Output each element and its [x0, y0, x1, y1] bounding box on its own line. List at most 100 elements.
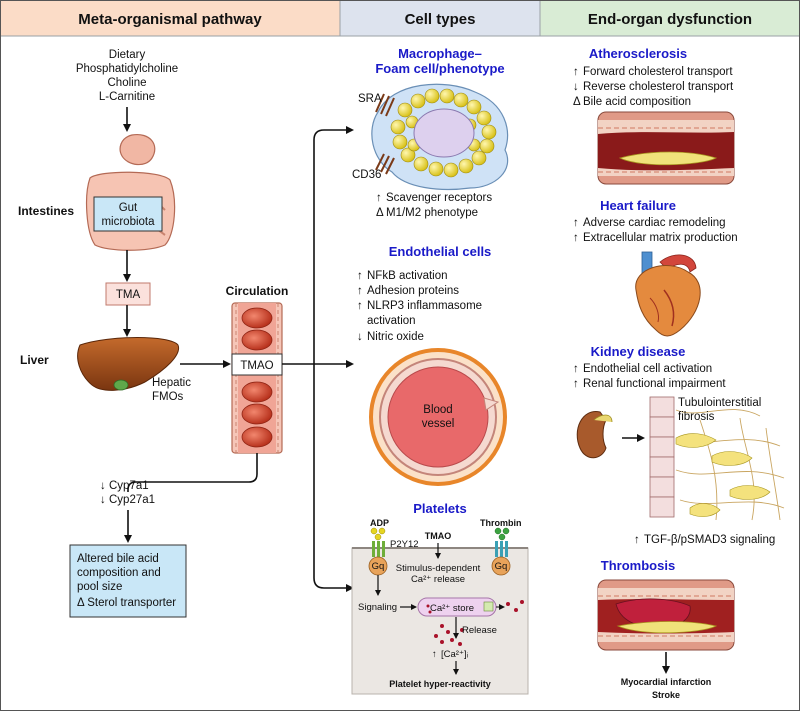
fibrosis-line-1: Tubulointerstitial	[678, 397, 761, 409]
gq-left-label: Gq	[372, 561, 385, 572]
thrombin-receptor	[495, 541, 508, 557]
athero-arrow-3: Δ	[573, 96, 581, 108]
header-left: Meta-organismal pathway	[78, 11, 262, 28]
cyp-list: ↓ Cyp7a1 ↓ Cyp27a1	[100, 480, 155, 506]
heart-title: Heart failure	[600, 198, 676, 213]
athero-arrow-1: ↑	[573, 66, 579, 78]
endo-effect-4: activation	[367, 315, 416, 327]
endo-arrow-5: ↓	[357, 331, 363, 343]
tubule-cells-illustration	[649, 396, 675, 518]
heart-effect-2: Extracellular matrix production	[583, 232, 738, 244]
macrophage-effect-arrow-2: Δ	[376, 207, 384, 219]
endo-effect-2: Adhesion proteins	[367, 285, 459, 297]
release-label: Release	[462, 625, 497, 636]
kidney-effects: ↑ Endothelial cell activation ↑ Renal fu…	[573, 363, 726, 390]
header-bar: Meta-organismal pathway Cell types End-o…	[0, 0, 800, 37]
diet-text: Dietary Phosphatidylcholine Choline L-Ca…	[76, 49, 178, 103]
cyp-line-1: Cyp7a1	[109, 480, 149, 492]
thrombin-dots	[494, 527, 510, 541]
header-middle: Cell types	[405, 11, 476, 28]
arrow-tmao-to-platelets	[313, 364, 354, 592]
arrow-circulation-to-cyp	[127, 453, 258, 492]
endothelial-effects: ↑ NFkB activation ↑ Adhesion proteins ↑ …	[357, 270, 482, 343]
liver-label: Liver	[20, 353, 49, 367]
thrombin-label: Thrombin	[480, 518, 522, 528]
hyper-reactivity-label: Platelet hyper-reactivity	[389, 679, 491, 689]
macrophage-effects: ↑ Scavenger receptors Δ M1/M2 phenotype	[376, 192, 492, 219]
athero-artery-illustration	[597, 111, 735, 185]
vessel-line-1: Blood	[423, 404, 452, 416]
ca-i-arrow: ↑	[432, 649, 437, 660]
heart-arrow-2: ↑	[573, 232, 579, 244]
outcome-2: Stroke	[652, 690, 680, 700]
endo-effect-1: NFkB activation	[367, 270, 448, 282]
stimulus-line-2: Ca²⁺ release	[411, 574, 465, 585]
stimulus-line-1: Stimulus-dependent	[396, 563, 481, 574]
gq-right-icon	[491, 556, 511, 576]
platelets-title: Platelets	[413, 501, 466, 516]
p2y12-receptor	[372, 541, 385, 557]
diet-line-4: L-Carnitine	[99, 91, 155, 103]
heart-illustration	[635, 251, 701, 337]
tma-label: TMA	[116, 289, 141, 301]
macrophage-effect-2: M1/M2 phenotype	[386, 207, 478, 219]
diet-line-2: Phosphatidylcholine	[76, 63, 178, 75]
bile-line-3: pool size	[77, 581, 122, 593]
kidney-effect-1: Endothelial cell activation	[583, 363, 712, 375]
diet-line-3: Choline	[108, 77, 147, 89]
calcium-dots	[426, 600, 524, 646]
tma-box	[105, 282, 151, 306]
ca-store-label: Ca²⁺ store	[430, 603, 474, 614]
cd36-label: CD36	[352, 169, 381, 181]
adp-dots	[370, 527, 386, 541]
vessel-line-2: vessel	[422, 418, 455, 430]
heart-effects: ↑ Adverse cardiac remodeling ↑ Extracell…	[573, 217, 738, 244]
endo-effect-3: NLRP3 inflammasome	[367, 300, 482, 312]
heart-effect-1: Adverse cardiac remodeling	[583, 217, 726, 229]
thrombosis-artery-illustration	[597, 579, 735, 651]
adp-label: ADP	[370, 518, 389, 528]
platelet-tmao-label: TMAO	[425, 531, 452, 541]
athero-effect-2: Reverse cholesterol transport	[583, 81, 734, 93]
tgf-label: TGF-β/pSMAD3 signaling	[644, 534, 775, 546]
athero-effect-1: Forward cholesterol transport	[583, 66, 733, 78]
endothelial-title: Endothelial cells	[389, 244, 492, 259]
bile-acid-box	[69, 544, 187, 618]
hepatic-line-2: FMOs	[152, 391, 184, 403]
endo-arrow-2: ↑	[357, 285, 363, 297]
kidney-title: Kidney disease	[591, 344, 686, 359]
ca-i-label: [Ca²⁺]ᵢ	[441, 649, 469, 660]
tgf-arrow: ↑	[634, 534, 640, 546]
bile-line-4: Δ Sterol transporter	[77, 597, 176, 609]
thrombosis-title: Thrombosis	[601, 558, 675, 573]
athero-effects: ↑ Forward cholesterol transport ↓ Revers…	[573, 66, 734, 108]
ca-channel-icon	[483, 601, 494, 612]
kidney-effect-2: Renal functional impairment	[583, 378, 726, 390]
circulation-vessel	[231, 302, 283, 454]
p2y12-label: P2Y12	[390, 539, 419, 550]
circulation-label: Circulation	[226, 284, 289, 298]
sra-label: SRA	[358, 93, 382, 105]
heart-arrow-1: ↑	[573, 217, 579, 229]
kidney-arrow-1: ↑	[573, 363, 579, 375]
fibrosis-line-2: fibrosis	[678, 411, 715, 423]
bile-line-2: composition and	[77, 567, 161, 579]
intestine-illustration	[86, 133, 176, 251]
endo-arrow-3: ↑	[357, 300, 363, 312]
liver-illustration	[77, 337, 180, 391]
blood-vessel-illustration	[369, 348, 507, 486]
athero-effect-3: Bile acid composition	[583, 96, 691, 108]
arrow-tmao-to-macrophage	[313, 126, 354, 364]
foam-cell-illustration	[371, 83, 509, 191]
kidney-illustration	[576, 411, 613, 459]
gut-microbiota-box	[93, 196, 163, 232]
kidney-arrow-2: ↑	[573, 378, 579, 390]
gq-right-label: Gq	[495, 561, 508, 572]
endo-arrow-1: ↑	[357, 270, 363, 282]
fibrosis-illustration	[675, 409, 785, 521]
macrophage-effect-arrow-1: ↑	[376, 192, 382, 204]
gut-line-1: Gut	[119, 202, 138, 214]
cyp-arrow-1: ↓	[100, 480, 106, 492]
outcome-1: Myocardial infarction	[621, 677, 712, 687]
macrophage-title-2: Foam cell/phenotype	[375, 61, 504, 76]
